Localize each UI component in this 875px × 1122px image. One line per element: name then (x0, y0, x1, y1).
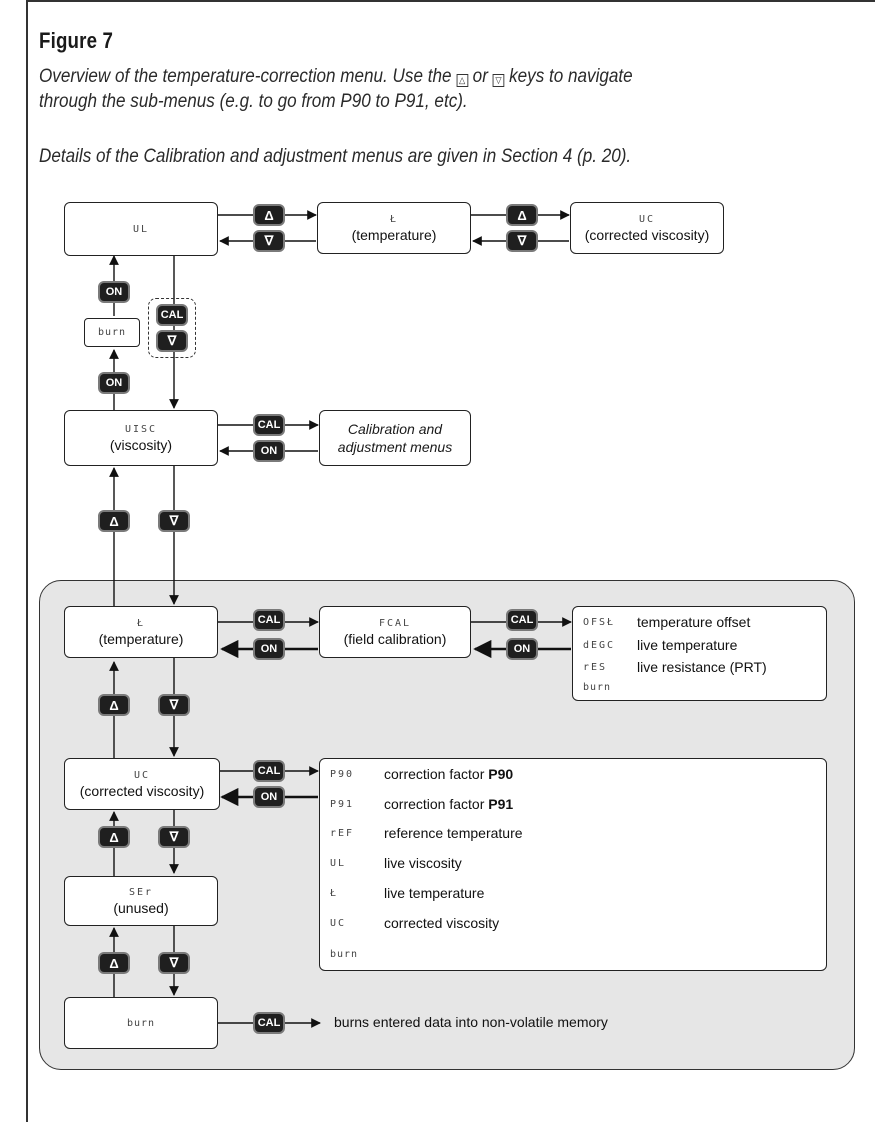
cal-key: CAL (506, 609, 538, 631)
node-label: (corrected viscosity) (584, 226, 710, 243)
burn-description: burns entered data into non-volatile mem… (334, 1014, 608, 1030)
down-key: ∇ (253, 230, 285, 252)
node-label: (temperature) (351, 226, 437, 243)
lcd-code: UL (132, 223, 150, 235)
caption-line-1: Overview of the temperature-correction m… (39, 66, 633, 87)
on-key: ON (98, 281, 130, 303)
cal-down-combo (148, 298, 196, 358)
corrected-viscosity-node: UC (corrected viscosity) (64, 758, 220, 810)
lcd-code: Ł (389, 213, 399, 225)
on-key: ON (506, 638, 538, 660)
down-key: ∇ (158, 510, 190, 532)
up-key: Δ (506, 204, 538, 226)
node-label: (corrected viscosity) (79, 782, 205, 799)
lcd-code: UISC (124, 423, 158, 435)
down-key: ∇ (158, 952, 190, 974)
burn-node: burn (64, 997, 218, 1049)
caption-line-2: through the sub-menus (e.g. to go from P… (39, 91, 468, 112)
up-key: Δ (253, 204, 285, 226)
viscosity-node: UISC (viscosity) (64, 410, 218, 466)
lcd-code: SEr (128, 886, 154, 898)
calibration-line-2: adjustment menus (337, 439, 453, 455)
up-key: Δ (98, 694, 130, 716)
caption-line-3: Details of the Calibration and adjustmen… (39, 146, 632, 167)
corrected-viscosity-node-top: UC (corrected viscosity) (570, 202, 724, 254)
list-item: burn (583, 681, 612, 693)
lcd-code: UC (133, 769, 151, 781)
node-label: (temperature) (98, 630, 184, 647)
cal-key: CAL (253, 414, 285, 436)
lcd-code: Ł (136, 617, 146, 629)
on-key: ON (253, 786, 285, 808)
down-key: ∇ (158, 826, 190, 848)
on-key: ON (253, 440, 285, 462)
figure-title: Figure 7 (39, 28, 114, 53)
node-label: (field calibration) (343, 630, 447, 647)
lcd-code: burn (97, 327, 127, 338)
viscosity-live-node: UL (64, 202, 218, 256)
temperature-node-top: Ł (temperature) (317, 202, 471, 254)
down-key: ∇ (158, 694, 190, 716)
list-item: burn (330, 948, 359, 960)
node-label: (viscosity) (109, 436, 173, 453)
on-key: ON (98, 372, 130, 394)
field-calibration-node: FCAL (field calibration) (319, 606, 471, 658)
frame-top-line (26, 0, 875, 2)
up-key: Δ (98, 510, 130, 532)
node-label: (unused) (113, 899, 169, 916)
lcd-code: UC (638, 213, 656, 225)
frame-left-line (26, 0, 28, 1122)
cal-key: CAL (156, 304, 188, 326)
down-key: ∇ (156, 330, 188, 352)
burn-node-small: burn (84, 318, 140, 347)
up-key: Δ (98, 952, 130, 974)
up-key-icon: △ (456, 74, 468, 87)
lcd-code: burn (126, 1017, 156, 1029)
unused-node: SEr (unused) (64, 876, 218, 926)
lcd-code: FCAL (378, 617, 412, 629)
up-key: Δ (98, 826, 130, 848)
cal-key: CAL (253, 1012, 285, 1034)
calibration-line-1: Calibration and (347, 421, 443, 437)
on-key: ON (253, 638, 285, 660)
cal-key: CAL (253, 609, 285, 631)
calibration-menus-node: Calibration and adjustment menus (319, 410, 471, 466)
down-key: ∇ (506, 230, 538, 252)
down-key-icon: ▽ (492, 74, 505, 87)
cal-key: CAL (253, 760, 285, 782)
temperature-node: Ł (temperature) (64, 606, 218, 658)
